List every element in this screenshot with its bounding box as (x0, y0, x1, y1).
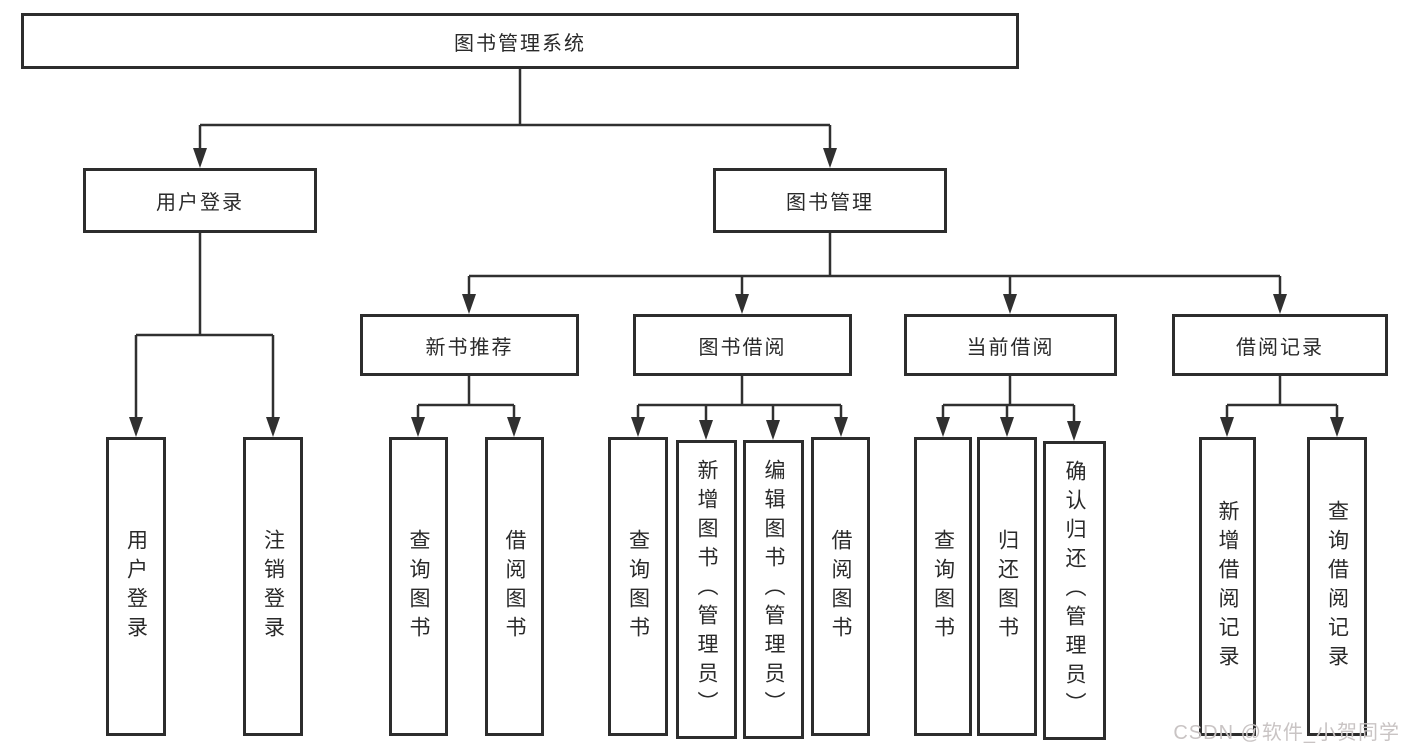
leaf-borrow-books-borrow: 借阅图书 (811, 437, 870, 736)
leaf-add-book-admin: 新增图书（管理员） (676, 440, 737, 739)
leaf-return-books: 归还图书 (977, 437, 1037, 736)
leaf-label: 确认归还（管理员） (1063, 460, 1086, 721)
leaf-label: 新增借阅记录 (1216, 499, 1239, 674)
leaf-label: 查询借阅记录 (1325, 499, 1349, 674)
leaf-label: 新增图书（管理员） (695, 459, 718, 720)
leaf-label: 查询图书 (407, 528, 430, 645)
leaf-query-books-borrow: 查询图书 (608, 437, 668, 736)
leaf-label: 查询图书 (626, 528, 650, 645)
leaf-user-login: 用户登录 (106, 437, 166, 736)
leaf-edit-book-admin: 编辑图书（管理员） (743, 440, 804, 739)
leaf-label: 用户登录 (124, 528, 148, 645)
node-current-borrowing: 当前借阅 (904, 314, 1117, 376)
node-book-management: 图书管理 (713, 168, 947, 233)
leaf-label: 查询图书 (931, 528, 955, 645)
leaf-label: 编辑图书（管理员） (762, 459, 785, 720)
node-user-login: 用户登录 (83, 168, 317, 233)
node-new-book-recommendation: 新书推荐 (360, 314, 579, 376)
node-borrowing-records: 借阅记录 (1172, 314, 1388, 376)
leaf-borrow-books-recommend: 借阅图书 (485, 437, 544, 736)
leaf-query-books-current: 查询图书 (914, 437, 972, 736)
watermark-text: CSDN @软件_小贺同学 (1173, 722, 1400, 744)
leaf-logout: 注销登录 (243, 437, 303, 736)
leaf-add-borrow-record: 新增借阅记录 (1199, 437, 1256, 736)
leaf-confirm-return-admin: 确认归还（管理员） (1043, 441, 1106, 740)
leaf-label: 借阅图书 (503, 528, 526, 645)
node-library-management-system: 图书管理系统 (21, 13, 1019, 69)
leaf-label: 归还图书 (995, 528, 1019, 645)
leaf-label: 注销登录 (261, 528, 285, 645)
node-book-borrowing: 图书借阅 (633, 314, 852, 376)
leaf-label: 借阅图书 (829, 528, 852, 645)
leaf-query-books-recommend: 查询图书 (389, 437, 448, 736)
leaf-query-borrow-record: 查询借阅记录 (1307, 437, 1367, 736)
